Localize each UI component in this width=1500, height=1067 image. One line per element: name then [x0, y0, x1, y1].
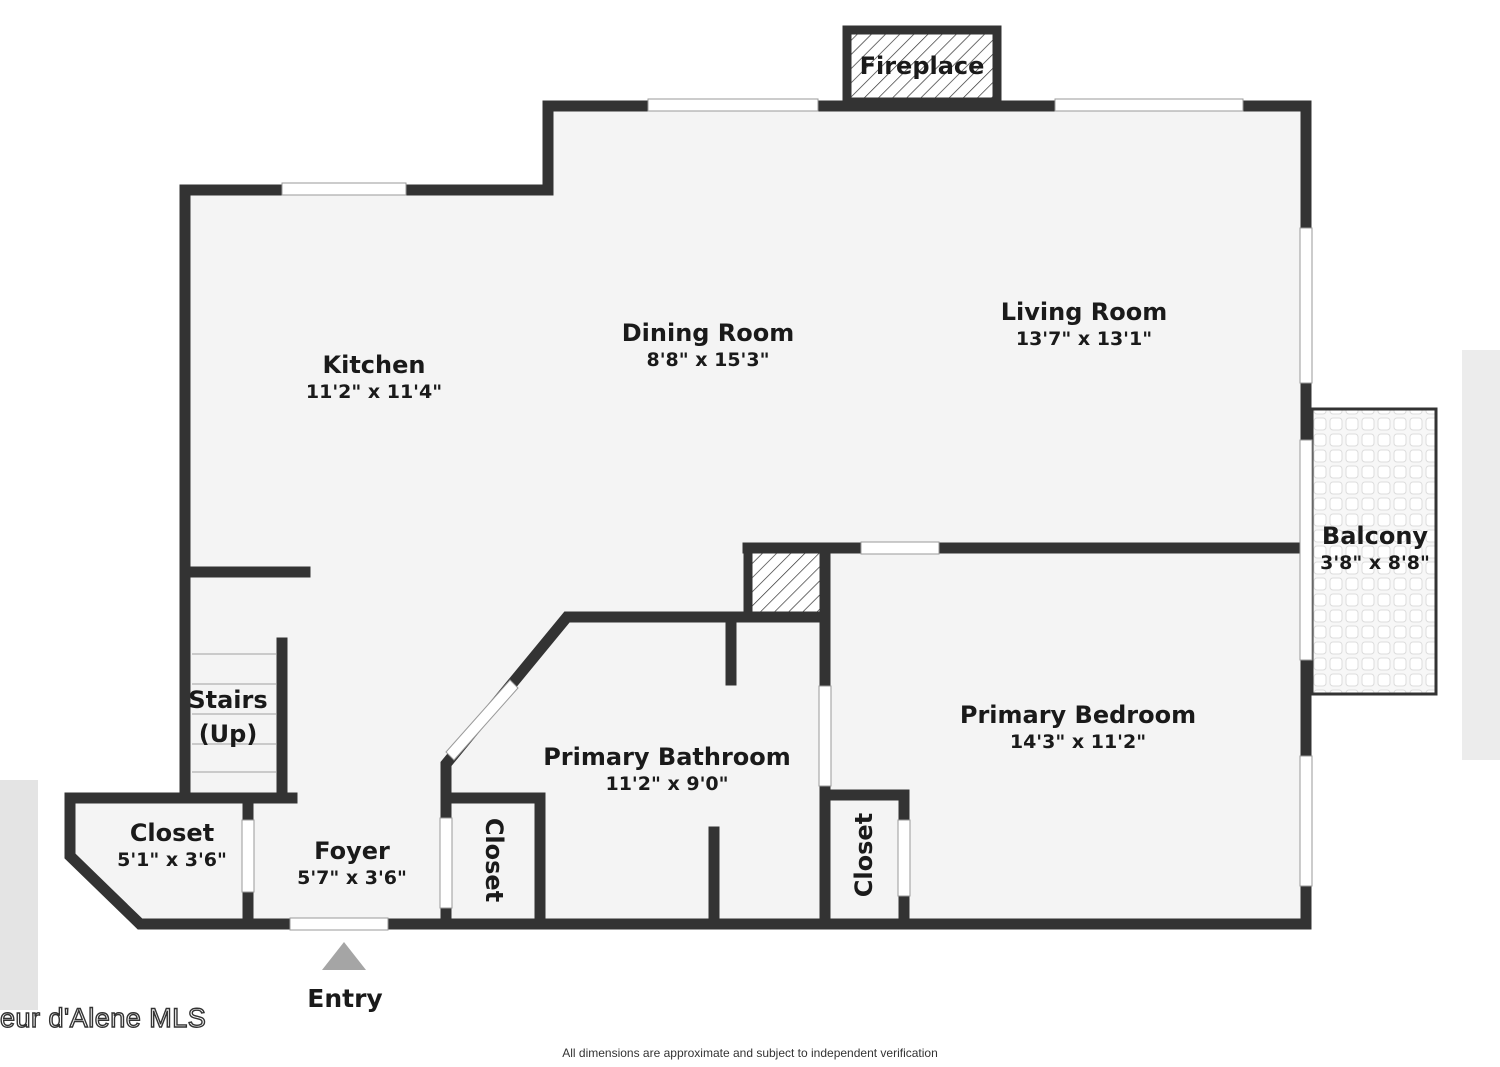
stair-treads: [192, 653, 276, 773]
disclaimer-text: All dimensions are approximate and subje…: [562, 1046, 938, 1060]
entry-label: Entry: [307, 984, 383, 1013]
windows: [241, 98, 1313, 931]
room-name: Primary Bedroom: [959, 701, 1197, 729]
room-dims: 3'8" x 8'8": [1320, 552, 1430, 574]
kitchen-label: Kitchen 11'2" x 11'4": [306, 350, 442, 404]
floor-area: [70, 106, 1306, 924]
room-name: Balcony: [1321, 522, 1429, 550]
room-dims: 14'3" x 11'2": [1009, 731, 1147, 753]
room-name: Living Room: [1000, 298, 1168, 326]
dining-room-label: Dining Room 8'8" x 15'3": [622, 318, 795, 372]
room-name: Closet: [129, 819, 215, 847]
bath-closet-label: Closet: [480, 817, 508, 903]
living-room-label: Living Room 13'7" x 13'1": [1001, 297, 1167, 351]
room-name: Kitchen: [322, 351, 426, 379]
stairs-label: Stairs (Up): [188, 685, 267, 749]
fireplace-name: Fireplace: [859, 52, 985, 80]
room-dims: 5'7" x 3'6": [297, 867, 407, 889]
shaft-box: [743, 543, 829, 621]
bedroom-closet-label: Closet: [850, 812, 878, 898]
stairs-line-2: (Up): [198, 720, 258, 748]
room-name: Primary Bathroom: [543, 743, 791, 771]
room-dims: 8'8" x 15'3": [646, 349, 770, 371]
foyer-label: Foyer 5'7" x 3'6": [297, 836, 407, 890]
room-dims: 11'2" x 11'4": [305, 381, 443, 403]
balcony-area: [1310, 407, 1438, 696]
room-dims: 11'2" x 9'0": [605, 773, 729, 795]
entry-closet-label: Closet 5'1" x 3'6": [117, 818, 227, 872]
room-dims: 5'1" x 3'6": [117, 849, 227, 871]
room-name: Foyer: [314, 837, 390, 865]
primary-bedroom-label: Primary Bedroom 14'3" x 11'2": [960, 700, 1196, 754]
watermark-text: eur d'Alene MLS: [0, 1002, 207, 1033]
left-edge-shade: [0, 780, 38, 1010]
room-dims: 13'7" x 13'1": [1015, 328, 1153, 350]
stairs-line-1: Stairs: [188, 686, 268, 714]
entry-arrow-icon: [322, 942, 366, 970]
right-edge-shade: [1462, 350, 1500, 760]
room-name: Dining Room: [621, 319, 795, 347]
fireplace-label: Fireplace: [860, 51, 985, 81]
primary-bathroom-label: Primary Bathroom 11'2" x 9'0": [543, 742, 791, 796]
bath-angled-window: [445, 679, 519, 761]
balcony-label: Balcony 3'8" x 8'8": [1320, 521, 1430, 575]
